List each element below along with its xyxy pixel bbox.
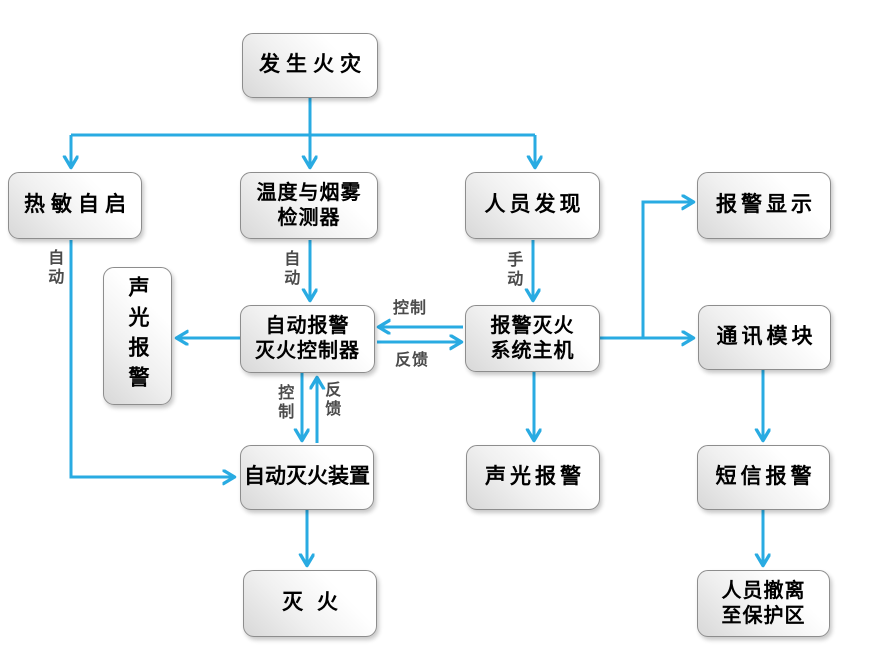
node-person-discovery: 人员发现 [465, 172, 600, 239]
edge-label-feedback-vertical: 反馈 [322, 381, 340, 419]
edge-label-auto-detector: 自动 [281, 250, 299, 288]
connector-host-to-display [641, 202, 693, 338]
node-sound-light-alarm-mid: 声光报警 [466, 445, 600, 510]
node-sms-alarm-label: 短信报警 [715, 465, 816, 489]
node-extinguish-fire: 灭 火 [243, 570, 377, 637]
node-thermal-autostart-label: 热敏自启 [24, 193, 132, 217]
node-alarm-display-label: 报警显示 [716, 193, 816, 217]
node-sound-light-alarm-left-label: 声光报警 [126, 276, 149, 396]
edge-label-control-vertical: 控制 [275, 384, 293, 422]
node-sound-light-alarm-left: 声光报警 [103, 267, 172, 405]
node-alarm-display: 报警显示 [697, 172, 831, 239]
node-thermal-autostart: 热敏自启 [8, 172, 142, 239]
node-alarm-extinguish-system-host: 报警灭火 系统主机 [465, 305, 600, 372]
node-alarm-extinguish-system-host-label: 报警灭火 系统主机 [490, 314, 575, 362]
node-auto-extinguish-device: 自动灭火装置 [240, 445, 374, 510]
node-fire-occurs: 发生火灾 [242, 33, 378, 98]
node-evacuate-to-protected-area: 人员撤离 至保护区 [697, 570, 830, 637]
node-sound-light-alarm-mid-label: 声光报警 [485, 465, 585, 489]
node-auto-alarm-extinguish-controller-label: 自动报警 灭火控制器 [255, 315, 360, 362]
node-person-discovery-label: 人员发现 [484, 193, 585, 217]
node-evacuate-to-protected-area-label: 人员撤离 至保护区 [721, 579, 806, 627]
edge-label-manual: 手动 [504, 251, 522, 289]
node-extinguish-fire-label: 灭 火 [282, 591, 342, 615]
node-sms-alarm: 短信报警 [697, 445, 830, 510]
edge-label-control-horizontal: 控制 [393, 300, 428, 317]
node-auto-extinguish-device-label: 自动灭火装置 [244, 465, 370, 489]
node-communication-module: 通讯模块 [698, 305, 831, 370]
edge-label-feedback-horizontal: 反馈 [395, 352, 430, 369]
node-temp-smoke-detector-label: 温度与烟雾 检测器 [256, 181, 362, 229]
node-communication-module-label: 通讯模块 [716, 325, 817, 349]
node-fire-occurs-label: 发生火灾 [259, 53, 367, 77]
connector-thermal-to-device [69, 240, 234, 477]
edge-label-auto-thermal: 自动 [45, 249, 63, 287]
node-temp-smoke-detector: 温度与烟雾 检测器 [240, 172, 378, 239]
node-auto-alarm-extinguish-controller: 自动报警 灭火控制器 [240, 305, 375, 373]
